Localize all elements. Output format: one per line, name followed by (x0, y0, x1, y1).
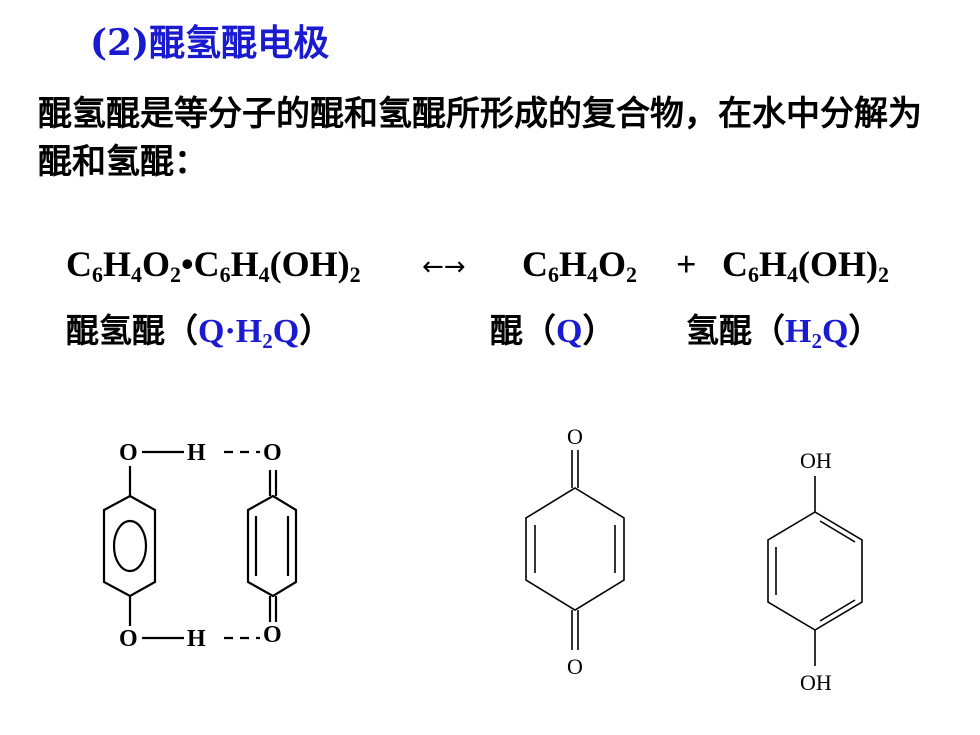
quinone-structure-diagram: O O (525, 424, 625, 679)
bottom-hydrogen-label: H (187, 626, 206, 652)
quinhydrone-structure-diagram: O H O O H O (102, 440, 298, 652)
equilibrium-arrow: ←→ (422, 252, 466, 282)
top-hydrogen-label: H (187, 440, 206, 466)
left-bottom-oxygen-label: O (119, 626, 138, 652)
hydroquinone-structure-diagram: OH OH (767, 448, 863, 695)
right-top-oxygen-label: O (263, 440, 282, 466)
hydroquinone-bottom-hydroxyl-label: OH (800, 670, 832, 695)
hydroquinone-formula: C6H4(OH)2 (722, 244, 889, 287)
quinhydrone-name: 醌氢醌（Q·H2Q） (66, 311, 333, 353)
hydroquinone-top-hydroxyl-label: OH (800, 448, 832, 473)
quinone-name: 醌（Q） (490, 311, 616, 350)
right-bottom-oxygen-label: O (263, 622, 282, 648)
hydroquinone-name: 氢醌（H2Q） (686, 311, 882, 353)
page-title: (2)醌氢醌电极 (90, 22, 330, 64)
quinhydrone-formula: C6H4O2•C6H4(OH)2 (66, 244, 361, 287)
description-paragraph: 醌氢醌是等分子的醌和氢醌所形成的复合物，在水中分解为醌和氢醌： (38, 94, 922, 182)
quinone-formula: C6H4O2 (522, 244, 638, 287)
left-top-oxygen-label: O (119, 440, 138, 466)
plus-sign: + (676, 244, 697, 284)
quinone-bottom-oxygen-label: O (567, 654, 583, 679)
quinone-top-oxygen-label: O (567, 424, 583, 449)
